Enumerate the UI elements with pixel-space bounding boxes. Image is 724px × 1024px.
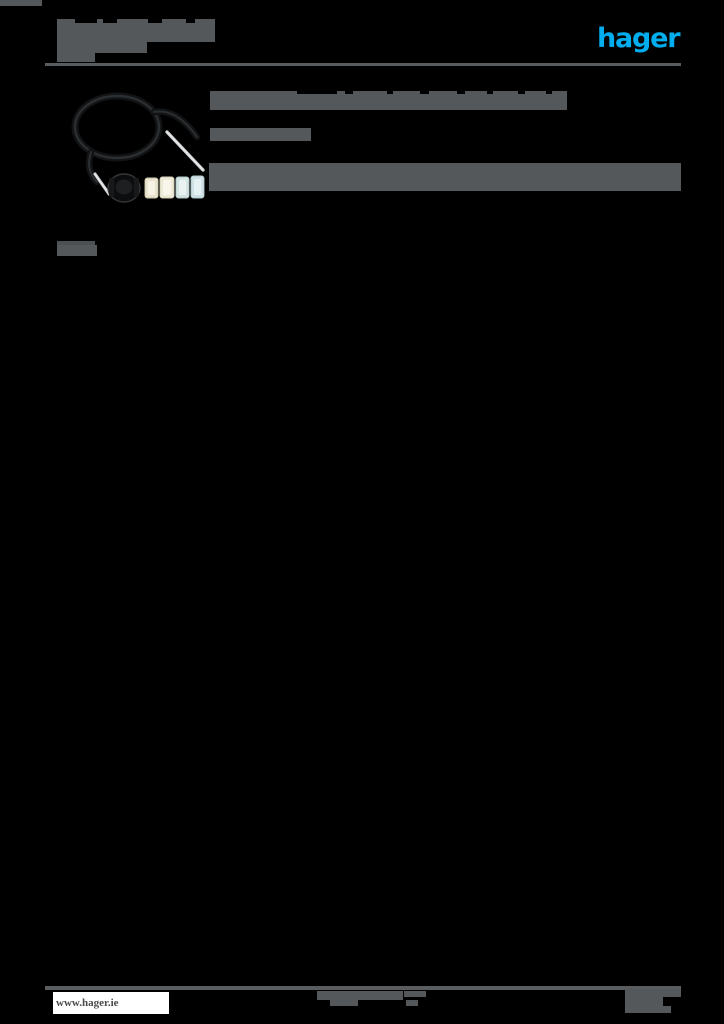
header-title-line-2 (57, 31, 215, 42)
header-text-gap (75, 18, 97, 23)
header-divider (45, 63, 681, 66)
description-panel (209, 163, 681, 191)
footer-website-link[interactable]: www.hager.ie (53, 992, 169, 1014)
header-text-gap (148, 18, 162, 23)
footer-center-line-2 (330, 1000, 358, 1006)
footer-center-line-1 (317, 991, 403, 1000)
header-text-gap (103, 18, 117, 23)
footer-right-line-3 (625, 1006, 671, 1013)
title-text-gap (297, 89, 337, 94)
title-text-gap (345, 89, 353, 94)
product-subtitle (210, 128, 311, 141)
product-image (57, 82, 207, 208)
hager-logo-wordmark: hager (597, 23, 681, 54)
clip-blue-1 (175, 176, 190, 199)
footer-divider (45, 986, 681, 990)
product-caption-label (57, 245, 97, 256)
footer-center-line-3 (404, 991, 426, 997)
title-text-gap (518, 89, 525, 94)
title-text-gap (387, 89, 393, 94)
footer-right-line-2 (625, 997, 663, 1006)
hager-logo: hager (597, 23, 681, 54)
description-panel-tab (0, 0, 42, 6)
clip-cream-1 (144, 177, 159, 199)
page-header: hager (0, 0, 724, 72)
cable-illustration (71, 92, 205, 203)
footer-center-line-4 (406, 1000, 418, 1006)
product-title (210, 91, 567, 110)
product-photo (57, 82, 207, 208)
product-caption-small (57, 241, 95, 245)
clip-blue-2 (190, 175, 205, 199)
header-title-line-4 (57, 53, 95, 62)
footer-website-url: www.hager.ie (56, 997, 119, 1009)
title-text-gap (457, 89, 465, 94)
title-text-gap (487, 89, 493, 94)
title-text-gap (420, 89, 429, 94)
title-text-gap (546, 89, 552, 94)
clip-cream-2 (159, 176, 175, 199)
footer-right-line-1 (625, 989, 681, 997)
header-title-line-3 (57, 42, 147, 53)
header-text-gap (186, 18, 195, 23)
